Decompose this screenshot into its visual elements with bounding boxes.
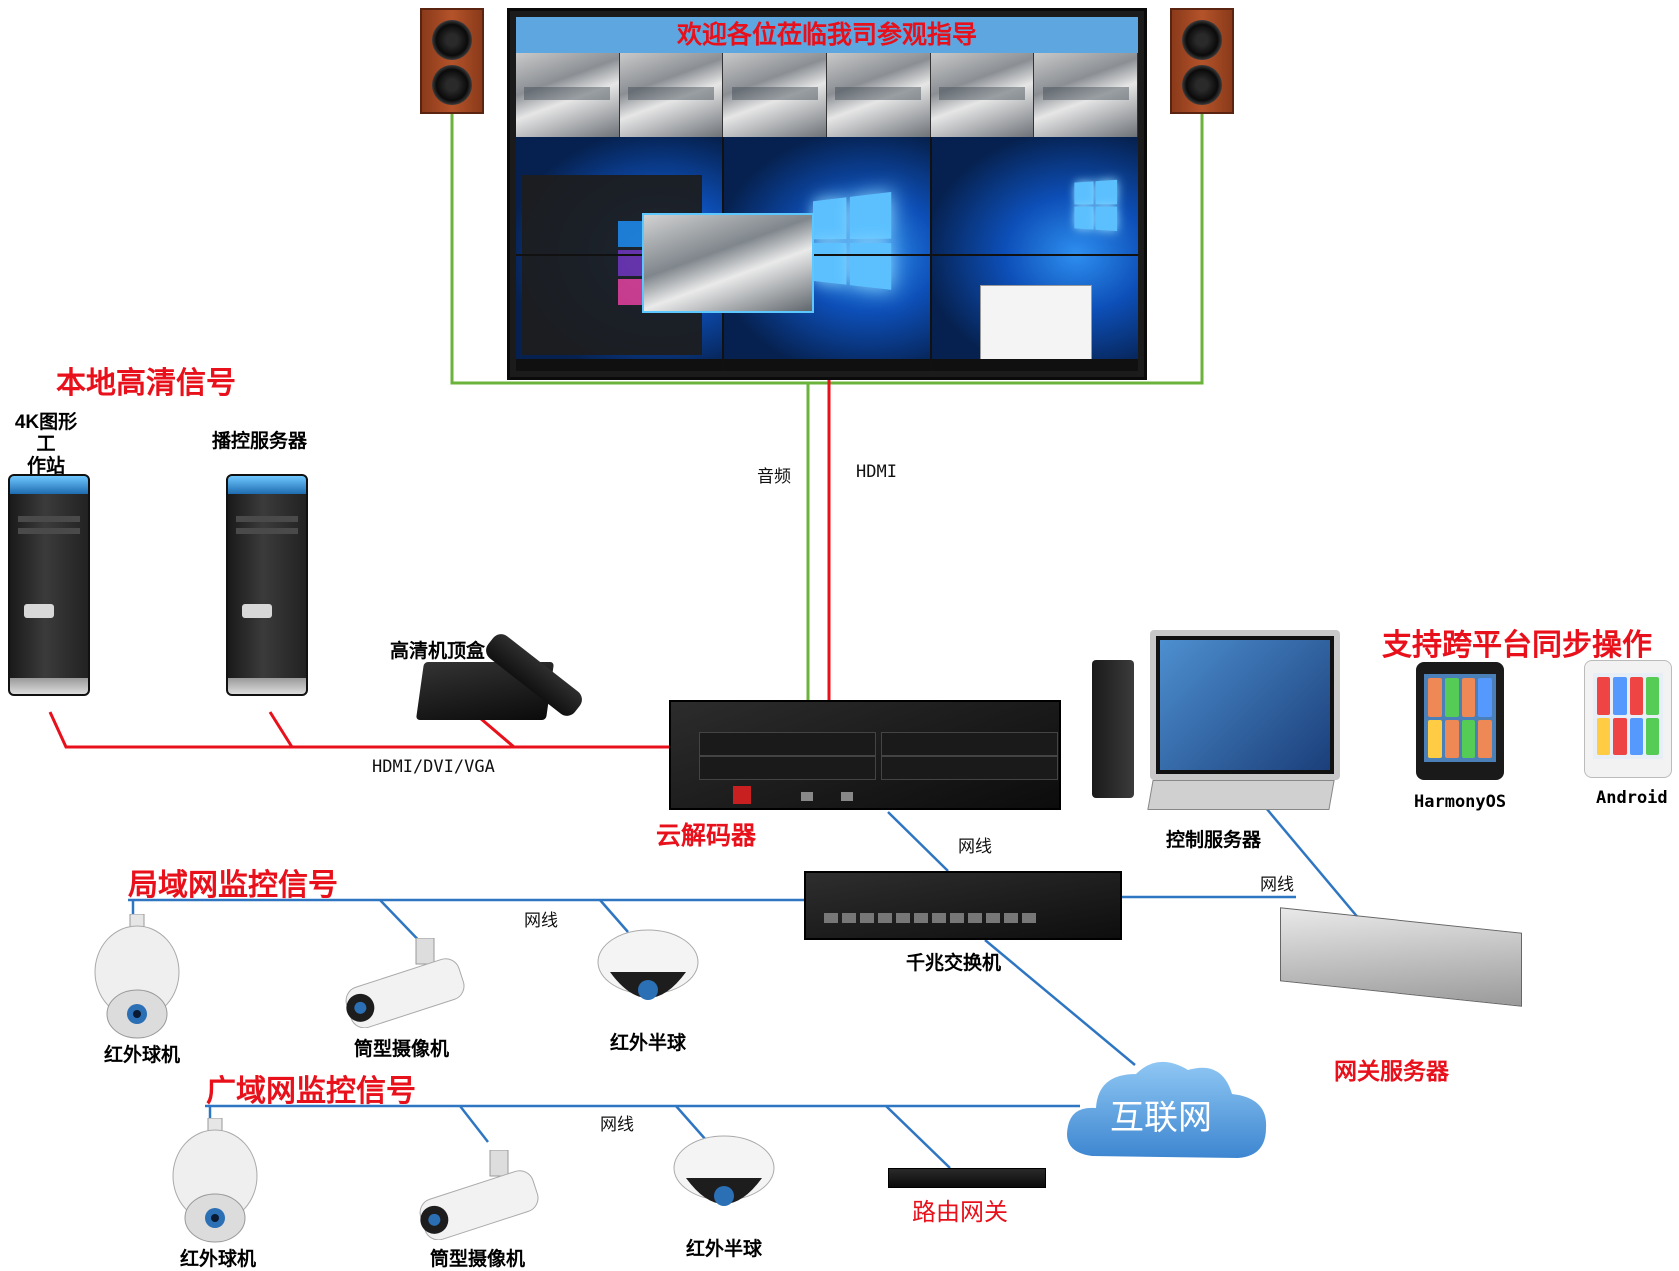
desktop-panel-right: [932, 137, 1138, 371]
workstation-label: 4K图形工 作站: [6, 412, 86, 478]
network-cable-label-wan: 网线: [600, 1115, 634, 1135]
ir-half-dome-icon: [597, 929, 699, 1000]
wan-drop-router: [885, 1105, 951, 1169]
harmonyos-label: HarmonyOS: [1414, 792, 1507, 812]
decoder-card: [881, 732, 1058, 756]
dialog-window: [980, 285, 1092, 365]
windows-desktop-area: [516, 137, 1138, 371]
speaker-woofer: [1182, 65, 1222, 105]
ir-dome-camera-icon: [172, 1118, 258, 1243]
video-wall-screen: 欢迎各位莅临我司参观指导: [516, 17, 1139, 371]
decoder-power-switch: [733, 786, 751, 804]
internet-cloud-icon: [1067, 1061, 1267, 1158]
bullet-camera-icon: [345, 938, 465, 1028]
android-label: Android: [1596, 788, 1668, 808]
internet-label: 互联网: [1110, 1099, 1212, 1137]
camera-feed-row: [516, 53, 1139, 137]
harmonyos-tablet: [1416, 662, 1504, 780]
speaker-woofer: [432, 65, 472, 105]
gigabit-switch-device: [804, 871, 1122, 940]
taskbar: [724, 359, 930, 371]
local-signal-line: [48, 711, 669, 749]
cloud-decoder-device: [669, 700, 1061, 810]
router-gateway-device: [888, 1168, 1046, 1188]
stb-label: 高清机顶盒: [390, 641, 486, 662]
control-server-tower: [1092, 660, 1134, 798]
taskbar: [932, 359, 1138, 371]
lan-drop-3: [599, 899, 629, 933]
hdmi-label: HDMI: [856, 462, 897, 482]
local-hd-title: 本地高清信号: [56, 367, 236, 400]
decoder-switch-line: [887, 811, 949, 872]
control-server-label: 控制服务器: [1166, 830, 1262, 851]
local-signal-drop-2: [268, 711, 294, 748]
network-cable-label-gateway: 网线: [1260, 875, 1294, 895]
network-cable-label-lan: 网线: [524, 911, 558, 931]
speaker-right: [1170, 8, 1234, 114]
ir-half-dome-icon: [673, 1135, 775, 1206]
switch-internet-line: [984, 939, 1136, 1066]
network-cable-label-decoder: 网线: [958, 837, 992, 857]
wan-drop-2: [459, 1105, 489, 1143]
audio-line-left-speaker: [450, 114, 810, 700]
windows-logo-icon: [813, 191, 893, 293]
ir-dome-camera-icon: [94, 914, 180, 1039]
wan-monitor-title: 广域网监控信号: [206, 1075, 416, 1108]
lan-monitor-title: 局域网监控信号: [128, 869, 338, 902]
control-gateway-line: [1265, 807, 1361, 921]
android-tablet: [1584, 660, 1672, 778]
cloud-decoder-label: 云解码器: [656, 822, 757, 850]
local-signal-drop-3: [479, 716, 515, 749]
audio-line-right-speaker: [808, 114, 1204, 385]
ir-dome-label-wan: 红外球机: [180, 1249, 257, 1270]
control-server-monitor: [1150, 630, 1340, 780]
bezel-divider: [932, 254, 1138, 256]
bezel-divider: [724, 254, 930, 256]
welcome-banner: 欢迎各位莅临我司参观指导: [516, 17, 1138, 53]
lan-port: [801, 792, 813, 801]
taskbar: [516, 359, 722, 371]
wan-drop-3: [675, 1105, 707, 1141]
play-server-label: 播控服务器: [212, 431, 308, 452]
workstation-label-text: 4K图形工 作站: [14, 412, 78, 477]
keyboard: [1147, 780, 1335, 810]
ir-half-dome-label-lan: 红外半球: [610, 1033, 687, 1054]
hdmi-dvi-vga-label: HDMI/DVI/VGA: [372, 757, 495, 777]
camera-feed-tile: [827, 53, 931, 137]
bullet-camera-label-lan: 筒型摄像机: [354, 1039, 450, 1060]
camera-feed-tile: [619, 53, 724, 137]
bullet-camera-label-wan: 筒型摄像机: [430, 1249, 526, 1270]
speaker-tweeter: [432, 20, 472, 60]
router-gateway-label: 路由网关: [912, 1199, 1008, 1226]
camera-feed-tile: [723, 53, 828, 137]
video-wall: 欢迎各位莅临我司参观指导: [507, 8, 1147, 380]
bezel-divider: [516, 254, 722, 256]
camera-feed-tile: [930, 53, 1035, 137]
decoder-card: [881, 756, 1058, 780]
camera-feed-tile: [516, 53, 620, 137]
cross-platform-title: 支持跨平台同步操作: [1382, 629, 1652, 662]
decoder-card: [699, 732, 876, 756]
ir-dome-label-lan: 红外球机: [104, 1045, 181, 1066]
windows-logo-icon: [1074, 179, 1118, 233]
gateway-server-label: 网关服务器: [1334, 1058, 1449, 1084]
power-button-icon: [242, 604, 272, 618]
ir-half-dome-label-wan: 红外半球: [686, 1239, 763, 1260]
speaker-left: [420, 8, 484, 114]
workstation-tower: [8, 474, 90, 696]
camera-overlay-window: [642, 213, 814, 313]
power-button-icon: [24, 604, 54, 618]
camera-feed-tile: [1034, 53, 1139, 137]
lan-port: [841, 792, 853, 801]
play-server-tower: [226, 474, 308, 696]
decoder-card: [699, 756, 876, 780]
gigabit-switch-label: 千兆交换机: [906, 953, 1002, 974]
speaker-tweeter: [1182, 20, 1222, 60]
audio-label: 音频: [757, 467, 791, 487]
bullet-camera-icon: [419, 1150, 539, 1240]
